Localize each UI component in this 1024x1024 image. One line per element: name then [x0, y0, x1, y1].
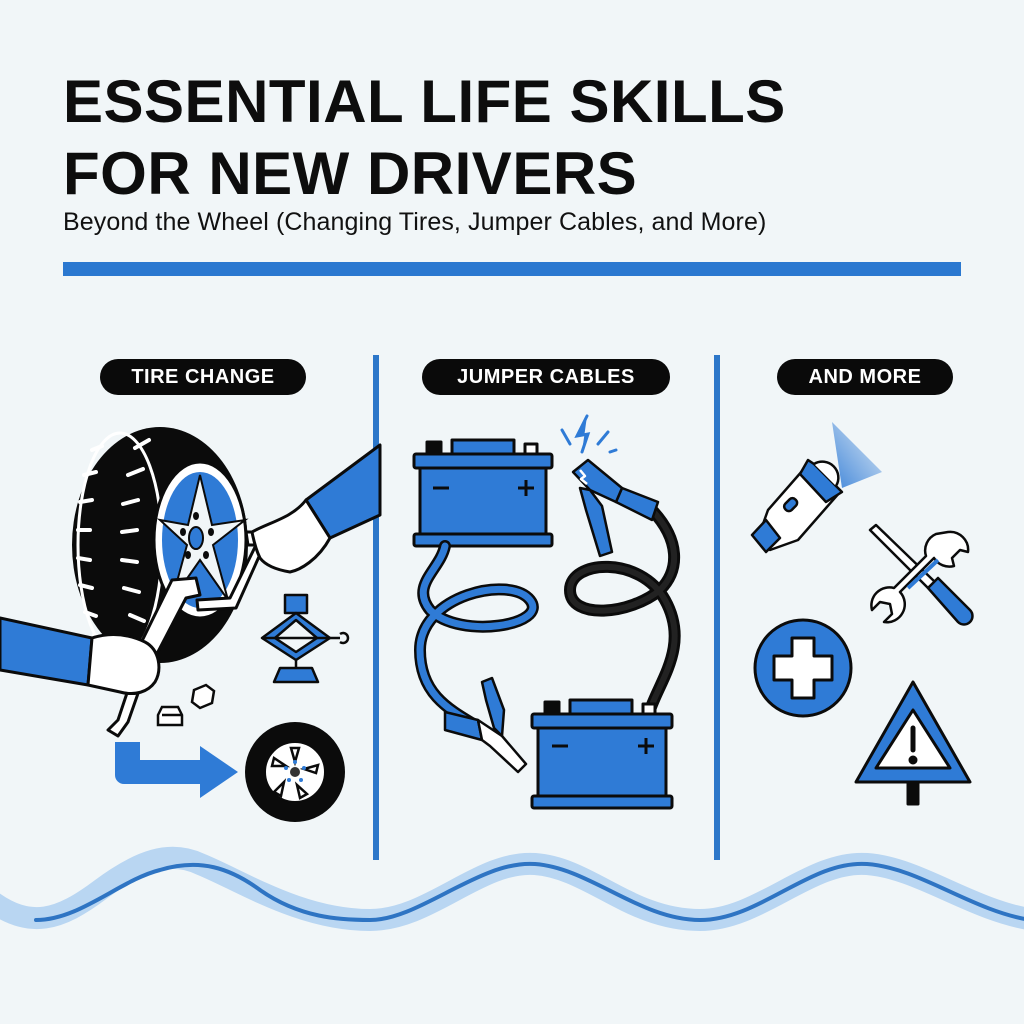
warning-triangle-icon	[854, 680, 972, 806]
section-label-and-more: AND MORE	[777, 359, 953, 395]
jumper-cables-illustration	[412, 414, 681, 810]
column-divider-1	[373, 355, 379, 860]
spare-wheel-icon	[245, 722, 345, 822]
left-arm-icon	[0, 616, 161, 696]
decorative-wave	[0, 846, 1024, 932]
title-line-2: FOR NEW DRIVERS	[63, 140, 638, 207]
tire-change-illustration	[0, 427, 382, 822]
scissor-jack-icon	[260, 593, 350, 684]
first-aid-icon	[753, 618, 853, 718]
section-label-jumper-cables: JUMPER CABLES	[422, 359, 670, 395]
arrow-icon	[115, 742, 238, 798]
cable-clamp-top-icon	[571, 458, 660, 558]
car-battery-icon	[412, 438, 554, 548]
right-arm-icon	[250, 443, 382, 574]
tools-icon	[868, 523, 974, 626]
and-more-illustration	[750, 422, 974, 806]
title-line-1: ESSENTIAL LIFE SKILLS	[63, 68, 786, 135]
spark-icon	[560, 414, 618, 454]
page-title: ESSENTIAL LIFE SKILLS FOR NEW DRIVERS	[63, 66, 963, 210]
car-battery-icon	[530, 698, 674, 810]
section-label-tire-change: TIRE CHANGE	[100, 359, 306, 395]
column-divider-2	[714, 355, 720, 860]
flashlight-icon	[750, 422, 882, 554]
cable-clamp-bottom-icon	[443, 676, 528, 774]
header-rule	[63, 262, 961, 276]
page-subtitle: Beyond the Wheel (Changing Tires, Jumper…	[63, 208, 767, 236]
lug-nut-icon	[156, 683, 216, 727]
jumper-cable-icon	[413, 504, 681, 734]
